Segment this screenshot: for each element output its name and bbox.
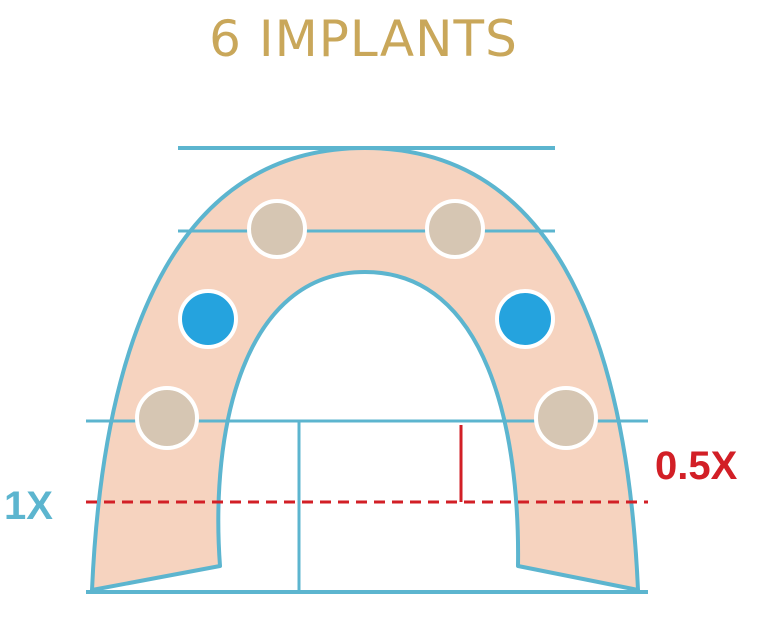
implant-posterior-left [135, 386, 199, 450]
implant-anterior-right [425, 199, 485, 259]
implant-middle-right [495, 289, 555, 349]
ratio-label-1x: 1X [4, 484, 53, 528]
implant-middle-left [178, 289, 238, 349]
dental-arch [90, 146, 640, 592]
implant-posterior-right [534, 386, 598, 450]
implant-anterior-left [247, 199, 307, 259]
ratio-label-0-5x: 0.5X [655, 444, 738, 488]
diagram-title: 6 IMPLANTS [209, 10, 518, 68]
